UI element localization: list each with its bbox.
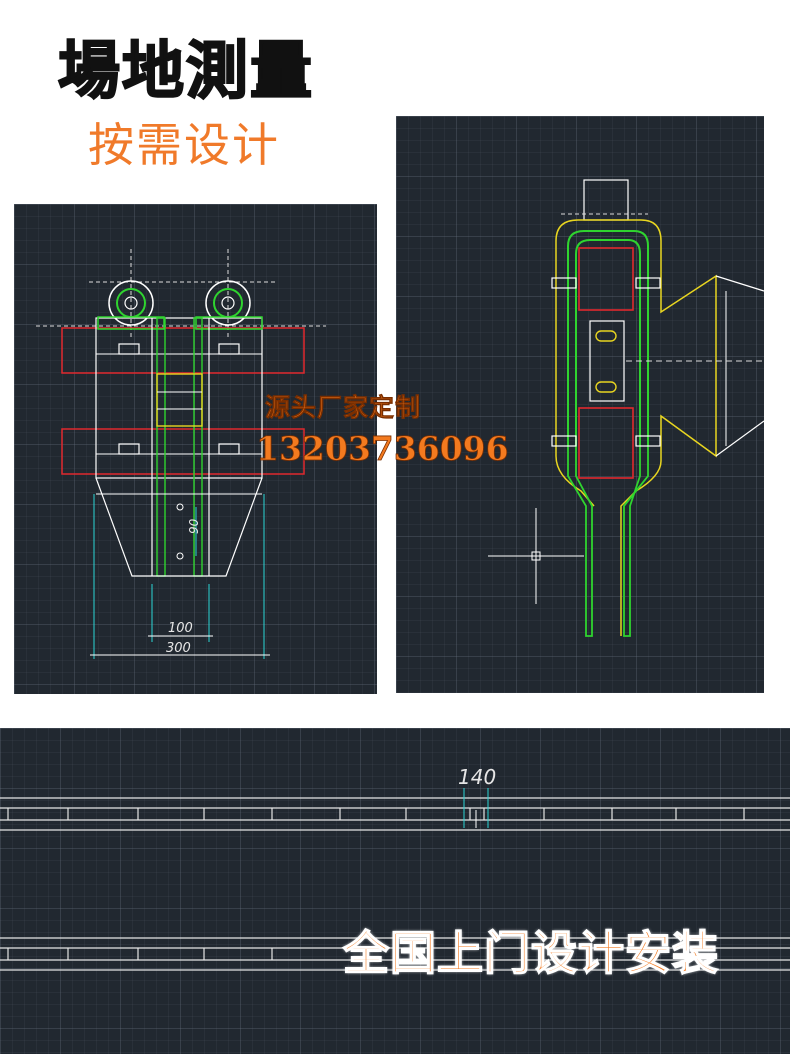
page-title: 場地測量 <box>57 34 315 107</box>
dim-140-label: 140 <box>458 765 496 789</box>
factory-custom-tagline: 源头厂家定制 <box>265 393 422 422</box>
cad-drawing-side-view <box>396 116 764 693</box>
page-subtitle: 按需设计 <box>88 118 280 172</box>
dim-300-label: 300 <box>166 641 191 656</box>
cad-drawing-front-view: 90 100 300 <box>14 204 377 694</box>
contact-phone-number: 13203736096 <box>256 429 509 468</box>
dim-90-label: 90 <box>187 518 201 534</box>
front-view-lines: 90 100 300 <box>36 249 326 659</box>
cad-drawing-track-view: 140 <box>0 728 790 1054</box>
nationwide-service-banner: 全国上门设计安装 <box>342 926 719 980</box>
dim-100-label: 100 <box>168 621 193 636</box>
track-view-lines: 140 <box>0 765 790 971</box>
side-view-lines <box>488 179 764 637</box>
